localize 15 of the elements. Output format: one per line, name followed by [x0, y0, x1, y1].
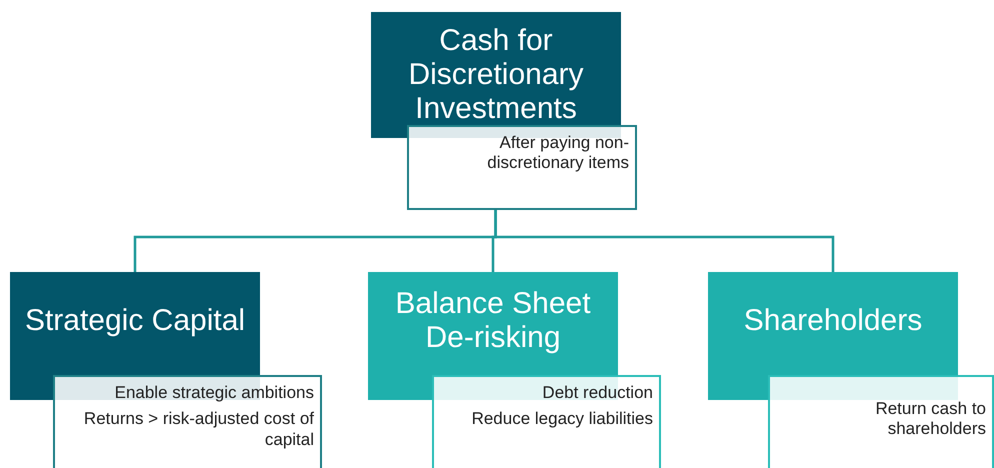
- note-text: Return cash to shareholders: [874, 399, 986, 440]
- box-title: Shareholders: [744, 304, 922, 338]
- box-title: Cash for Discretionary Investments: [407, 24, 585, 126]
- connector-line: [494, 210, 834, 272]
- box-title: Balance Sheet De-risking: [394, 287, 592, 355]
- note-box: [53, 375, 322, 468]
- box-title: Strategic Capital: [24, 304, 246, 338]
- note-text: Reduce legacy liabilities: [470, 409, 653, 430]
- note-box: [407, 125, 637, 210]
- note-box: [432, 375, 661, 468]
- note-text: After paying non-discretionary items: [486, 133, 629, 174]
- note-text: Enable strategic ambitions: [114, 383, 314, 404]
- note-text: Debt reduction: [541, 383, 653, 404]
- note-box: [768, 375, 994, 468]
- note-text: Returns > risk-adjusted cost of capital: [82, 409, 314, 450]
